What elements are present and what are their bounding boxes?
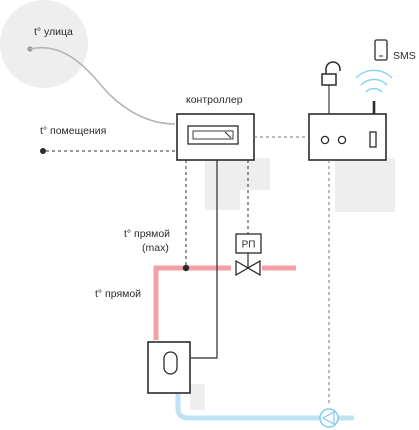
wifi-signal-icon (355, 69, 393, 93)
gsm-led-1 (320, 135, 330, 145)
room-sensor-dot (40, 148, 46, 154)
controller-display-inner (192, 130, 234, 140)
boiler-wire (191, 160, 218, 359)
supply-max-note: (max) (142, 242, 169, 254)
relay-actuator-label: РП (242, 240, 256, 251)
unlock-icon (321, 61, 341, 86)
return-pipe (175, 392, 354, 421)
controller-display (187, 125, 239, 145)
supply-max-temp-label: t° прямой (124, 228, 170, 240)
gsm-led-2 (337, 135, 347, 145)
controller-shadow (205, 158, 270, 210)
boiler-box (147, 341, 191, 394)
supply-temp-label: t° прямой (95, 288, 141, 300)
outdoor-sensor-cable (29, 46, 176, 125)
controller-display-tick (224, 131, 232, 139)
boiler-icon (163, 351, 178, 375)
outdoor-temp-label: t° улица (34, 26, 73, 38)
outdoor-zone-bubble (0, 0, 88, 88)
supply-max-sensor-dot (182, 264, 190, 272)
room-temp-label: t° помещения (40, 125, 106, 137)
phone-icon (374, 39, 388, 61)
gsm-sim-slot (369, 131, 377, 148)
gsm-module-shadow (335, 158, 395, 212)
supply-pipe (153, 265, 231, 340)
valve-icon (235, 259, 261, 277)
boiler-shadow (190, 384, 205, 410)
controller-label: контроллер (186, 94, 243, 106)
circulation-pump-icon (319, 408, 339, 428)
sms-label: SMS (393, 50, 416, 62)
